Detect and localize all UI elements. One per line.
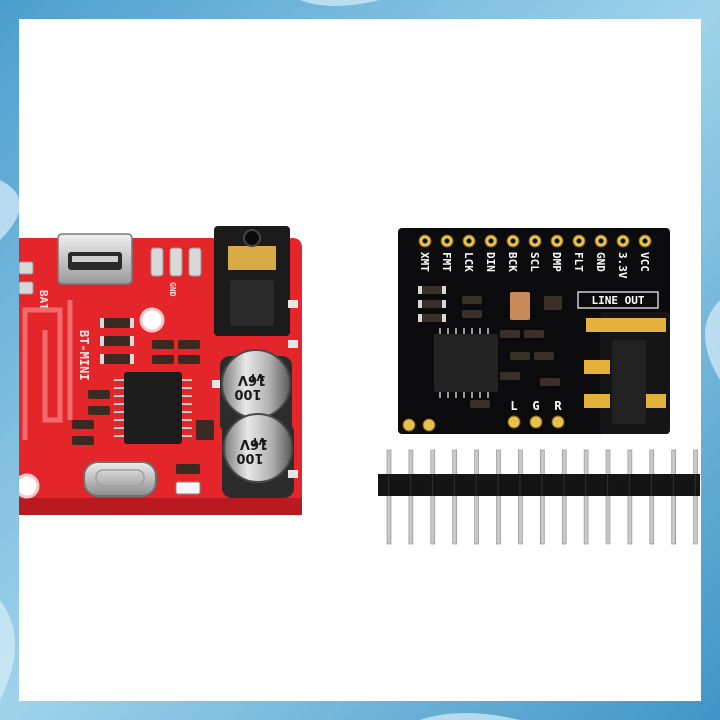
header-segment-divider [672, 474, 674, 496]
header-pin [605, 449, 611, 545]
line-out-jack [584, 312, 670, 434]
header-pin [539, 449, 545, 545]
pin-label-bck: BCK [506, 252, 519, 272]
header-pin [649, 449, 655, 545]
header-pin [496, 449, 501, 545]
pin-label-flt: FLT [572, 252, 585, 272]
cap-series-label: VT [250, 371, 265, 382]
header-segment-divider [497, 474, 499, 496]
mounting-hole [139, 307, 165, 333]
red-bluetooth-board: BAT GND BT-MINI [19, 226, 302, 515]
red-board-model-label: BT-MINI [77, 330, 91, 381]
cap-voltage-label: 16V [240, 436, 268, 451]
black-dac-board: XMT FMT LCK DIN BCK SCL DMP FLT GND 3.3V… [398, 228, 670, 434]
pin-header-body [378, 474, 700, 496]
pin-label-vcc: VCC [638, 252, 651, 272]
cap-value-label: 100 [236, 450, 263, 465]
header-segment-divider [628, 474, 631, 496]
cap-value-label: 100 [234, 386, 261, 401]
header-segment-divider [541, 474, 543, 496]
pin-label-fmt: FMT [440, 252, 453, 272]
electrolytic-capacitor: VT 16V 100 [222, 413, 294, 498]
dac-chip [434, 328, 498, 398]
header-segment-divider [388, 474, 390, 496]
antenna-trace [22, 300, 73, 440]
header-pin [430, 449, 436, 545]
micro-usb-port [57, 233, 133, 285]
channel-label-right: R [554, 399, 562, 413]
header-pin [408, 449, 414, 545]
header-pin [474, 449, 479, 545]
header-pin [693, 449, 698, 545]
crystal-oscillator [83, 461, 157, 497]
header-segment-divider [607, 474, 609, 496]
pin-label-din: DIN [484, 252, 497, 272]
bluetooth-chip [114, 372, 192, 444]
pin-label-3v3: 3.3V [616, 252, 629, 279]
header-pin [583, 449, 589, 545]
pin-label-scl: SCL [528, 252, 541, 272]
channel-label-ground: G [532, 399, 539, 413]
red-board-audio-jack [214, 226, 290, 336]
line-out-label: LINE OUT [592, 294, 645, 307]
header-pin [671, 449, 677, 545]
header-segment-divider [409, 474, 412, 496]
product-photo: BAT GND BT-MINI [19, 19, 701, 701]
header-segment-divider [475, 474, 477, 496]
cap-voltage-label: 16V [238, 372, 266, 387]
pin-label-dmp: DMP [550, 252, 563, 272]
pin-label-gnd: GND [594, 252, 607, 272]
red-board-gnd-label: GND [168, 282, 177, 297]
channel-label-left: L [510, 399, 517, 413]
electrolytic-capacitor: VT 16V 100 [220, 349, 292, 434]
pin-header [378, 449, 700, 545]
cap-series-label: VT [252, 435, 267, 446]
header-pin [627, 449, 633, 545]
header-pin [386, 449, 392, 545]
header-pin [561, 449, 567, 545]
product-scene: BAT GND BT-MINI [19, 226, 700, 545]
header-pin [452, 449, 458, 545]
mounting-hole [19, 473, 40, 499]
header-segment-divider [519, 474, 521, 496]
header-segment-divider [650, 474, 652, 496]
header-segment-divider [694, 474, 696, 496]
header-segment-divider [563, 474, 565, 496]
header-segment-divider [431, 474, 433, 496]
pin-label-xmt: XMT [418, 252, 431, 272]
header-segment-divider [585, 474, 587, 496]
red-board-bat-label: BAT [37, 290, 50, 310]
header-pin [518, 449, 523, 545]
header-segment-divider [453, 474, 455, 496]
pin-label-lck: LCK [462, 252, 475, 272]
